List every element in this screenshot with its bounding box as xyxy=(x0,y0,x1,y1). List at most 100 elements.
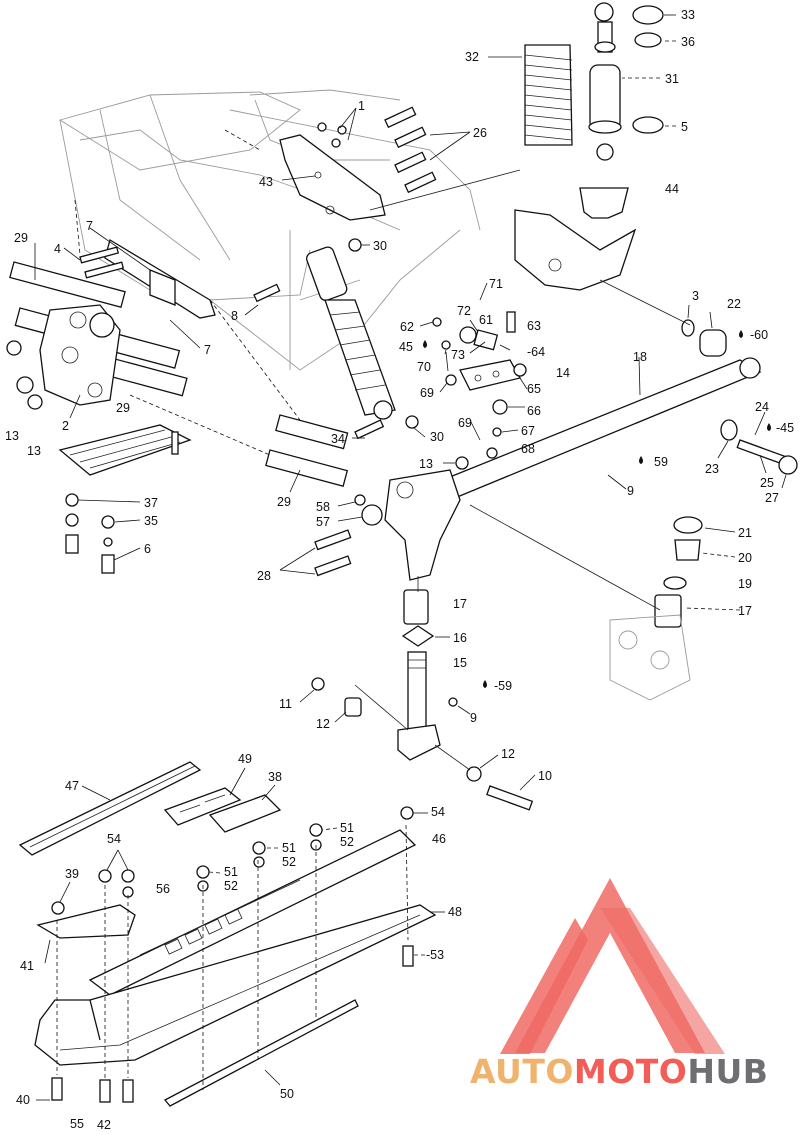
callout-30: 30 xyxy=(430,430,444,444)
callout-58: 58 xyxy=(316,500,330,514)
bolt-34 xyxy=(354,419,385,440)
callout-60: -60 xyxy=(750,328,768,342)
callout-47: 47 xyxy=(65,779,79,793)
callout-52: 52 xyxy=(224,879,238,893)
washer-16 xyxy=(401,625,435,647)
bolts-4 xyxy=(79,246,125,279)
callout-61: 61 xyxy=(479,313,493,327)
callout-51: 51 xyxy=(340,821,354,835)
washer-36 xyxy=(634,32,662,48)
callout-6: 6 xyxy=(144,542,151,556)
drop-icon xyxy=(483,680,487,688)
callout-63: 63 xyxy=(527,319,541,333)
grease-9 xyxy=(448,697,458,707)
automotohub-wordmark: AUTOMOTOHUB xyxy=(470,1052,795,1092)
callout-35: 35 xyxy=(144,514,158,528)
shock-absorber-center xyxy=(306,246,396,420)
callout-55: 55 xyxy=(70,1117,84,1131)
callout-12: 12 xyxy=(501,747,515,761)
bolts-28 xyxy=(314,529,352,577)
runner-47 xyxy=(18,761,202,856)
callout-32: 32 xyxy=(465,50,479,64)
frame-bracket-43 xyxy=(279,134,386,221)
callout-13: 13 xyxy=(27,444,41,458)
callout-56: 56 xyxy=(156,882,170,896)
callout-52: 52 xyxy=(282,855,296,869)
callout-26: 26 xyxy=(473,126,487,140)
callout-10: 10 xyxy=(538,769,552,783)
pivot-arm-2 xyxy=(6,304,121,410)
callout-73: 73 xyxy=(451,348,465,362)
callout-49: 49 xyxy=(238,752,252,766)
callout-12: 12 xyxy=(316,717,330,731)
callout-70: 70 xyxy=(417,360,431,374)
insert-49 xyxy=(163,787,242,826)
callout-9: 9 xyxy=(627,484,634,498)
nut-13 xyxy=(455,456,469,470)
callout-4: 4 xyxy=(54,242,61,256)
bolts-26 xyxy=(384,106,437,194)
callout-40: 40 xyxy=(16,1093,30,1107)
callout-39: 39 xyxy=(65,867,79,881)
bushing-11 xyxy=(311,677,325,691)
insert-38 xyxy=(208,794,282,833)
leader-lines xyxy=(34,14,787,1101)
nut-30b xyxy=(405,415,419,429)
brand-hub: HUB xyxy=(687,1052,769,1091)
upper-linkage-71 xyxy=(514,209,637,291)
callout-53: -53 xyxy=(426,948,444,962)
bushing-57 xyxy=(361,504,383,526)
callout-30: 30 xyxy=(373,239,387,253)
callout-65: 65 xyxy=(527,382,541,396)
ski-48 xyxy=(34,904,437,1066)
callout-45: 45 xyxy=(399,340,413,354)
callout-33: 33 xyxy=(681,8,695,22)
callout-50: 50 xyxy=(280,1087,294,1101)
callout-14: 14 xyxy=(556,366,570,380)
link-14 xyxy=(459,359,521,391)
steering-arm-right xyxy=(681,319,798,475)
callout-57: 57 xyxy=(316,515,330,529)
bolt-10 xyxy=(486,785,534,811)
callout-34: 34 xyxy=(331,432,345,446)
callout-48: 48 xyxy=(448,905,462,919)
nuts-1 xyxy=(317,122,347,148)
callout-29: 29 xyxy=(277,495,291,509)
callout-16: 16 xyxy=(453,631,467,645)
spindle-right-hardware xyxy=(609,516,703,701)
bushing-12 xyxy=(344,697,362,717)
bushing-58 xyxy=(354,494,366,506)
link-hardware xyxy=(432,311,527,459)
hardware-37-35-6 xyxy=(65,493,115,574)
callout-41: 41 xyxy=(20,959,34,973)
bracket-7 xyxy=(104,239,216,319)
bracket-41 xyxy=(36,904,136,939)
callout-37: 37 xyxy=(144,496,158,510)
callout-59: 59 xyxy=(654,455,668,469)
callout-29: 29 xyxy=(14,231,28,245)
callout-24: 24 xyxy=(755,400,769,414)
ski-hardware xyxy=(51,806,414,1103)
callout-3: 3 xyxy=(692,289,699,303)
drop-icon xyxy=(639,456,643,464)
runner-50 xyxy=(163,999,359,1107)
callout-71: 71 xyxy=(489,277,503,291)
callout-8: 8 xyxy=(231,309,238,323)
callout-52: 52 xyxy=(340,835,354,849)
bushing-17 xyxy=(403,589,429,625)
callout-28: 28 xyxy=(257,569,271,583)
callout-17: 17 xyxy=(453,597,467,611)
nut-30 xyxy=(348,238,362,252)
callout-11: 11 xyxy=(279,697,292,711)
grease-drop-icons xyxy=(423,330,771,688)
callout-25: 25 xyxy=(760,476,774,490)
callout-7: 7 xyxy=(204,343,211,357)
steering-arm-center xyxy=(384,469,461,581)
callout-51: 51 xyxy=(282,841,296,855)
callout-27: 27 xyxy=(765,491,779,505)
callout-38: 38 xyxy=(268,770,282,784)
callout-19: 19 xyxy=(738,577,752,591)
callout-18: 18 xyxy=(633,350,647,364)
automotohub-logo xyxy=(500,878,725,1054)
